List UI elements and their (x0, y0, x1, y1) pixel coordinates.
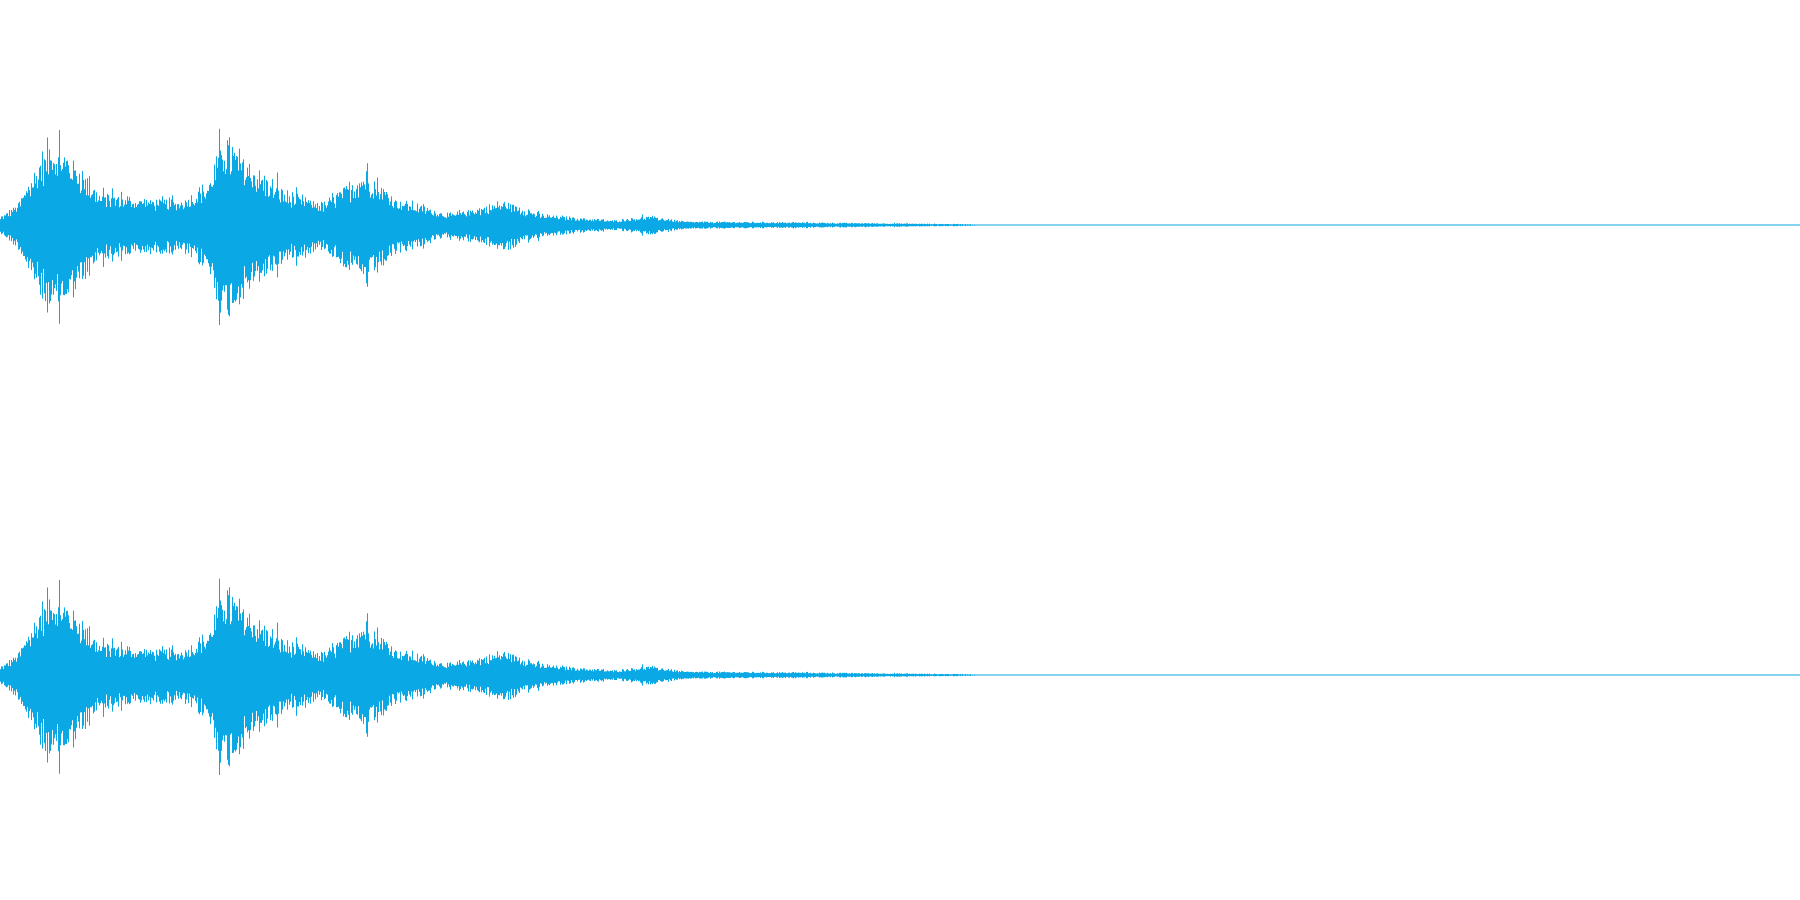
waveform-channel-1[interactable] (0, 0, 1800, 450)
waveform-channel-1-plot (0, 128, 1800, 325)
waveform-channel-2[interactable] (0, 450, 1800, 900)
channel-2-waveform (0, 578, 976, 775)
waveform-channel-2-plot (0, 578, 1800, 775)
channel-1-waveform (0, 128, 976, 325)
